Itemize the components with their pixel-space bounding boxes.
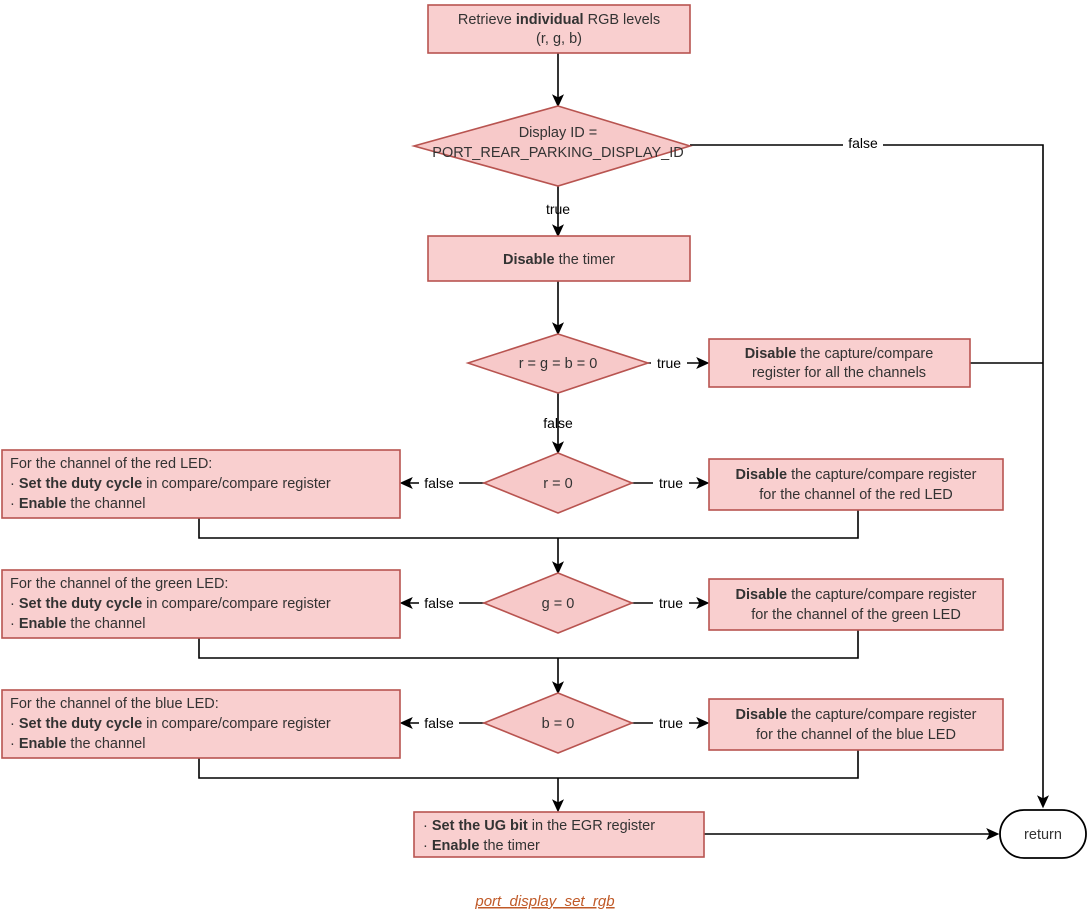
node-retrieve-levels-line2: (r, g, b) <box>536 31 582 47</box>
edge-label-bzero-false-group: false <box>419 713 459 733</box>
node-disable-timer[interactable]: Disable the timer <box>427 235 691 282</box>
node-red-set-duty-line3: · Enable the channel <box>10 496 145 512</box>
node-green-set-duty-line3: · Enable the channel <box>10 616 145 632</box>
node-rgb-all-zero-shape <box>465 333 651 394</box>
node-disable-all-channels-line1: Disable the capture/compare <box>745 346 934 362</box>
node-set-ug-enable-timer-line1: · Set the UG bit in the EGR register <box>423 818 655 834</box>
node-display-id-check[interactable]: Display ID = PORT_REAR_PARKING_DISPLAY_I… <box>411 105 693 187</box>
node-display-id-check-line1: Display ID = <box>519 125 598 141</box>
edge-redset-merge <box>198 518 558 539</box>
node-green-disable-cc-line1: Disable the capture/compare register <box>736 587 977 603</box>
node-g-zero-label: g = 0 <box>542 596 575 612</box>
node-green-set-duty-shape <box>1 569 401 639</box>
node-green-disable-cc-line2: for the channel of the green LED <box>751 607 961 623</box>
node-red-disable-cc[interactable]: Disable the capture/compare register for… <box>708 458 1004 511</box>
node-g-zero[interactable]: g = 0 <box>481 572 635 634</box>
node-rgb-all-zero-label: r = g = b = 0 <box>519 356 598 372</box>
node-disable-timer-label: Disable the timer <box>503 252 615 268</box>
edge-label-bzero-false-bg <box>419 713 459 733</box>
node-green-disable-cc[interactable]: Disable the capture/compare register for… <box>708 578 1004 631</box>
edge-greendisable-merge <box>558 630 859 659</box>
edge-greenset-merge <box>198 638 558 659</box>
node-return-shape <box>999 809 1087 859</box>
node-rgb-all-zero[interactable]: r = g = b = 0 <box>465 333 651 394</box>
node-retrieve-levels[interactable]: Retrieve individual RGB levels (r, g, b) <box>427 4 691 54</box>
node-disable-all-channels-shape <box>708 338 971 388</box>
node-red-disable-cc-line2: for the channel of the red LED <box>759 487 952 503</box>
node-disable-timer-shape <box>427 235 691 282</box>
node-red-set-duty-line2: · Set the duty cycle in compare/compare … <box>10 476 331 492</box>
edge-displayid-false <box>690 144 1049 809</box>
node-disable-all-channels[interactable]: Disable the capture/compare register for… <box>708 338 971 388</box>
edge-label-rgbzero-true-group: true <box>651 353 687 373</box>
node-blue-set-duty-line1: For the channel of the blue LED: <box>10 696 219 712</box>
node-blue-set-duty-line3: · Enable the channel <box>10 736 145 752</box>
edge-label-rzero-true: true <box>659 475 683 491</box>
node-b-zero-shape <box>481 692 635 754</box>
edge-label-bzero-false: false <box>424 715 454 731</box>
edge-label-displayid-false-bg <box>843 133 883 153</box>
edge-label-rgbzero-true: true <box>657 355 681 371</box>
node-blue-set-duty[interactable]: For the channel of the blue LED: · Set t… <box>1 689 401 759</box>
edge-label-displayid-false: false <box>848 135 878 151</box>
node-green-disable-cc-shape <box>708 578 1004 631</box>
node-retrieve-levels-line1: Retrieve individual RGB levels <box>458 12 660 28</box>
edge-label-bzero-true-group: true <box>653 713 689 733</box>
node-green-set-duty[interactable]: For the channel of the green LED: · Set … <box>1 569 401 639</box>
node-r-zero[interactable]: r = 0 <box>481 452 635 514</box>
node-return-label: return <box>1024 827 1062 843</box>
node-blue-disable-cc[interactable]: Disable the capture/compare register for… <box>708 698 1004 751</box>
node-set-ug-enable-timer[interactable]: · Set the UG bit in the EGR register · E… <box>413 811 705 858</box>
node-blue-set-duty-line2: · Set the duty cycle in compare/compare … <box>10 716 331 732</box>
edge-label-bzero-true-bg <box>653 713 689 733</box>
edge-label-gzero-false-group: false <box>419 593 459 613</box>
node-red-disable-cc-line1: Disable the capture/compare register <box>736 467 977 483</box>
node-green-set-duty-line1: For the channel of the green LED: <box>10 576 228 592</box>
node-g-zero-shape <box>481 572 635 634</box>
edge-label-rzero-true-group: true <box>653 473 689 493</box>
diagram-caption: port_display_set_rgb <box>474 893 614 910</box>
edge-label-gzero-true-bg <box>653 593 689 613</box>
node-blue-set-duty-shape <box>1 689 401 759</box>
node-display-id-check-shape <box>411 105 693 187</box>
node-retrieve-levels-shape <box>427 4 691 54</box>
edge-label-rgbzero-false: false <box>543 415 573 431</box>
edge-label-rgbzero-true-bg <box>651 353 687 373</box>
edge-label-rzero-false: false <box>424 475 454 491</box>
node-r-zero-label: r = 0 <box>543 476 572 492</box>
edge-label-gzero-false-bg <box>419 593 459 613</box>
edge-bluedisable-merge <box>558 750 859 779</box>
edge-label-gzero-true-group: true <box>653 593 689 613</box>
node-blue-disable-cc-line2: for the channel of the blue LED <box>756 727 956 743</box>
edge-label-rzero-false-group: false <box>419 473 459 493</box>
node-red-set-duty[interactable]: For the channel of the red LED: · Set th… <box>1 449 401 519</box>
node-blue-disable-cc-shape <box>708 698 1004 751</box>
node-return[interactable]: return <box>999 809 1087 859</box>
edge-label-rzero-false-bg <box>419 473 459 493</box>
edge-label-bzero-true: true <box>659 715 683 731</box>
node-red-set-duty-line1: For the channel of the red LED: <box>10 456 212 472</box>
edge-blueset-merge <box>198 758 558 779</box>
node-red-set-duty-shape <box>1 449 401 519</box>
node-b-zero-label: b = 0 <box>542 716 575 732</box>
edge-label-gzero-false: false <box>424 595 454 611</box>
node-red-disable-cc-shape <box>708 458 1004 511</box>
node-b-zero[interactable]: b = 0 <box>481 692 635 754</box>
node-display-id-check-line2: PORT_REAR_PARKING_DISPLAY_ID <box>432 145 683 161</box>
edge-reddisable-merge <box>558 510 859 539</box>
node-disable-all-channels-line2: register for all the channels <box>752 365 926 381</box>
edge-label-displayid-true: true <box>546 201 570 217</box>
node-set-ug-enable-timer-line2: · Enable the timer <box>423 838 540 854</box>
node-blue-disable-cc-line1: Disable the capture/compare register <box>736 707 977 723</box>
edge-label-displayid-false-group: false <box>843 133 883 153</box>
edge-label-rzero-true-bg <box>653 473 689 493</box>
edge-label-gzero-true: true <box>659 595 683 611</box>
node-r-zero-shape <box>481 452 635 514</box>
node-set-ug-enable-timer-shape <box>413 811 705 858</box>
node-green-set-duty-line2: · Set the duty cycle in compare/compare … <box>10 596 331 612</box>
